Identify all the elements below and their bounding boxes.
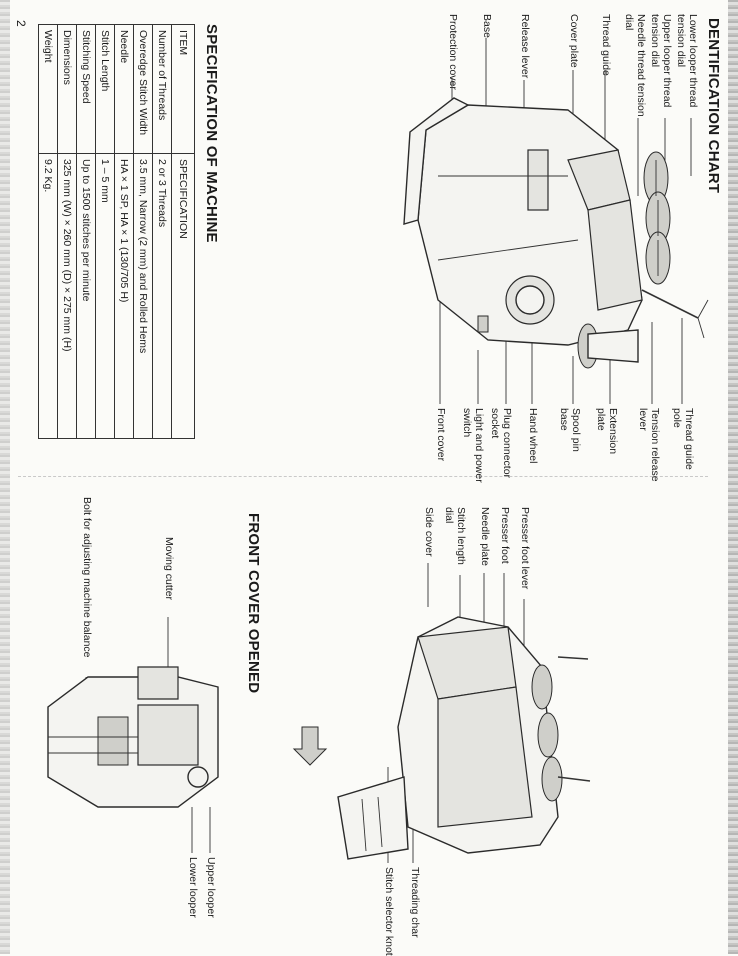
table-row: Stitching Speed Up to 1500 stitches per … <box>76 24 96 439</box>
spec-item: Overedge Stitch Width <box>133 24 153 154</box>
spec-item: Dimensions <box>57 24 77 154</box>
spec-title: SPECIFICATION OF MACHINE <box>203 24 220 243</box>
page-number: 2 <box>14 20 28 27</box>
table-row: Weight 9.2 Kg. <box>38 24 58 439</box>
table-row: Needle HA × 1 SP, HA × 1 (130/705 H) <box>114 24 134 439</box>
spec-item: Number of Threads <box>152 24 172 154</box>
spec-value: 325 mm (W) × 260 mm (D) × 275 mm (H) <box>57 153 77 439</box>
table-row: Stitch Length 1 – 5 mm <box>95 24 115 439</box>
spec-value: 2 or 3 Threads <box>152 153 172 439</box>
spec-header-spec: SPECIFICATION <box>171 153 195 439</box>
serger-machine-illustration <box>403 38 709 404</box>
right-page: Presser foot lever Presser foot Needle p… <box>0 477 738 956</box>
spec-item: Needle <box>114 24 134 154</box>
left-page: DENTIFICATION CHART Lower looper thread … <box>0 0 738 483</box>
spec-header-item: ITEM <box>171 24 195 154</box>
table-row: Overedge Stitch Width 3.5 mm, Narrow (2 … <box>133 24 153 439</box>
table-row: Dimensions 325 mm (W) × 260 mm (D) × 275… <box>57 24 77 439</box>
table-row: Number of Threads 2 or 3 Threads <box>152 24 172 439</box>
spec-item: Weight <box>38 24 58 154</box>
spec-value: HA × 1 SP, HA × 1 (130/705 H) <box>114 153 134 439</box>
spec-item: Stitch Length <box>95 24 115 154</box>
spec-item: Stitching Speed <box>76 24 96 154</box>
spec-table: ITEM SPECIFICATION Number of Threads 2 o… <box>38 24 195 439</box>
spec-value: 3.5 mm, Narrow (2 mm) and Rolled Hems <box>133 153 153 439</box>
spec-header-row: ITEM SPECIFICATION <box>171 24 195 439</box>
spec-value: 9.2 Kg. <box>38 153 58 439</box>
spec-value: Up to 1500 stitches per minute <box>76 153 96 439</box>
spec-value: 1 – 5 mm <box>95 153 115 439</box>
front-cover-illustrations <box>47 563 591 863</box>
